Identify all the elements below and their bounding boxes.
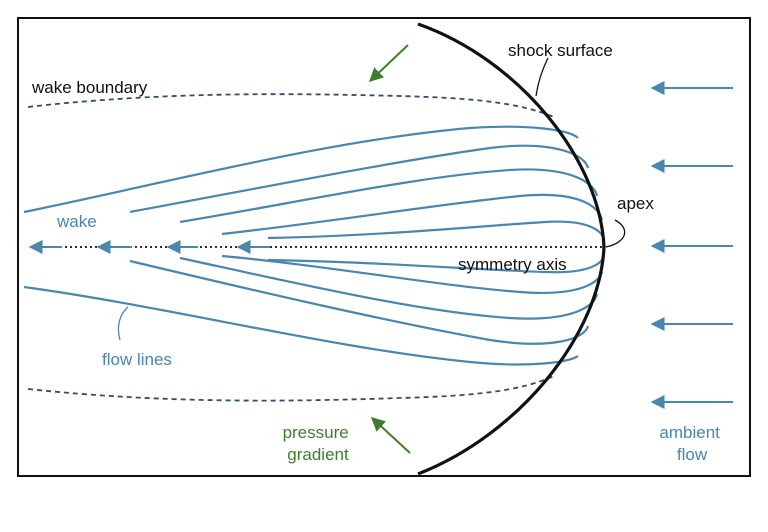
pressure-arrow-upper [368, 44, 409, 82]
pressure-arrow-lower [370, 417, 411, 454]
flow-line-upper-1 [23, 125, 579, 214]
wake-boundary-label: wake boundary [31, 78, 148, 97]
wake-boundary-lower [27, 374, 557, 402]
flow-line-lower-4 [221, 254, 604, 294]
apex-leader [605, 219, 626, 248]
flow-lines-leader [117, 306, 129, 341]
shock-surface-leader [535, 57, 549, 97]
flow-line-lower-2 [129, 259, 590, 345]
symmetry-axis-label: symmetry axis [458, 255, 567, 274]
wake-boundary-upper [27, 93, 557, 119]
pressure-gradient-line-2: gradient [287, 445, 349, 464]
figure-frame [17, 17, 751, 477]
flow-line-lower-3 [179, 256, 599, 320]
flow-line-lower-5 [267, 254, 606, 274]
flow-line-upper-3 [179, 168, 599, 224]
shock-surface-label: shock surface [508, 41, 613, 60]
ambient-flow-arrows [650, 81, 733, 409]
flow-lines [23, 125, 606, 366]
flow-line-lower-1 [23, 285, 579, 366]
ambient-flow-label: ambient flow [659, 423, 724, 464]
flow-line-upper-4 [221, 193, 604, 236]
pressure-gradient-label: pressure gradient [283, 423, 354, 464]
flow-line-upper-5 [267, 220, 606, 241]
ambient-flow-line-2: flow [677, 445, 708, 464]
shock-surface-curve [417, 22, 606, 476]
ambient-flow-line-1: ambient [659, 423, 720, 442]
flow-line-upper-2 [129, 144, 590, 214]
apex-label: apex [617, 194, 654, 213]
wake-label: wake [56, 212, 97, 231]
flow-lines-label: flow lines [102, 350, 172, 369]
pressure-gradient-line-1: pressure [283, 423, 349, 442]
